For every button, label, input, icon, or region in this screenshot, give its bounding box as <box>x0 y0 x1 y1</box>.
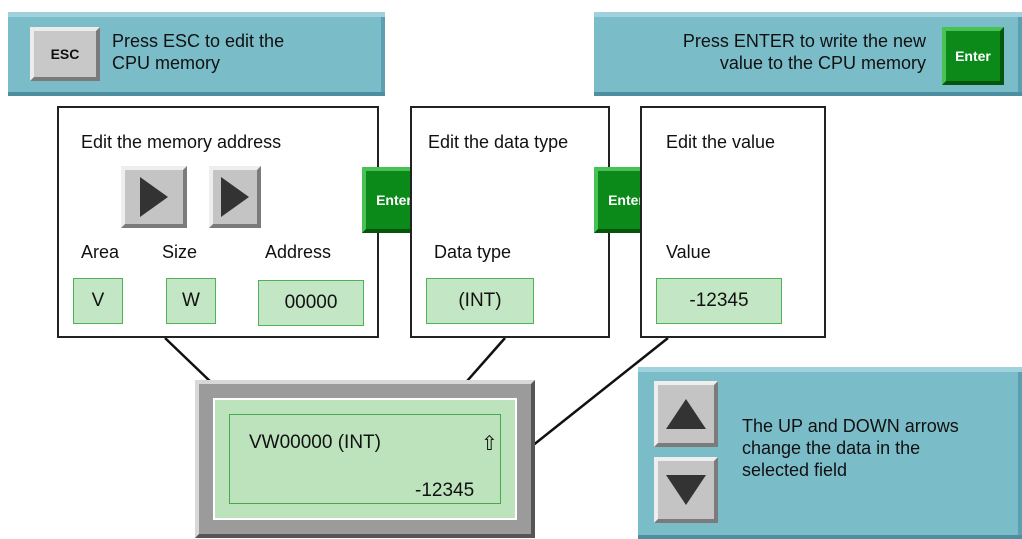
size-address-right-button[interactable] <box>209 166 261 228</box>
value-panel: Edit the value Value -12345 <box>640 106 826 338</box>
enter-instruction-line1: Press ENTER to write the new <box>682 31 926 51</box>
enter-key-datatype-label: Enter <box>608 192 644 208</box>
down-arrow-icon <box>666 475 706 505</box>
value-field[interactable]: -12345 <box>656 278 782 324</box>
value-panel-title: Edit the value <box>666 132 776 152</box>
size-field[interactable]: W <box>166 278 216 324</box>
lcd-line2: -12345 <box>415 480 475 501</box>
datatype-label: Data type <box>434 242 512 262</box>
area-field[interactable]: V <box>73 278 123 324</box>
up-arrow-icon <box>666 399 706 429</box>
updown-instruction-line1: The UP and DOWN arrows <box>742 416 959 436</box>
down-button[interactable] <box>654 457 718 523</box>
right-arrow-icon <box>140 177 168 217</box>
datatype-panel: Edit the data type Data type (INT) <box>410 106 610 338</box>
updown-instruction-line2: change the data in the <box>742 438 921 458</box>
address-panel: Edit the memory address Area Size Addres… <box>57 106 379 338</box>
address-panel-title: Edit the memory address <box>81 132 282 152</box>
updown-instruction: The UP and DOWN arrows change the data i… <box>742 415 959 481</box>
enter-key-top[interactable]: Enter <box>942 27 1004 85</box>
esc-instruction: Press ESC to edit the CPU memory <box>112 30 284 74</box>
esc-key-label: ESC <box>50 46 80 62</box>
enter-instruction-line2: value to the CPU memory <box>719 53 926 73</box>
right-arrow-icon <box>221 177 249 217</box>
area-size-right-button[interactable] <box>121 166 187 228</box>
updown-banner: The UP and DOWN arrows change the data i… <box>638 367 1022 539</box>
updown-instruction-line3: selected field <box>742 460 848 480</box>
lcd-screen: VW00000 (INT) ⇧ -12345 <box>213 398 517 520</box>
enter-banner: Press ENTER to write the new value to th… <box>594 12 1022 96</box>
lcd-content-frame <box>229 414 501 504</box>
enter-key-address-label: Enter <box>376 192 412 208</box>
enter-key-top-label: Enter <box>955 48 991 64</box>
address-label: Address <box>265 242 332 262</box>
datatype-panel-title: Edit the data type <box>428 132 569 152</box>
esc-instruction-line2: CPU memory <box>112 53 221 73</box>
esc-key[interactable]: ESC <box>30 27 100 81</box>
shift-icon: ⇧ <box>481 433 498 455</box>
size-label: Size <box>162 242 198 262</box>
esc-instruction-line1: Press ESC to edit the <box>112 31 285 51</box>
lcd-line1: VW00000 (INT) <box>249 432 381 453</box>
up-button[interactable] <box>654 381 718 447</box>
area-label: Area <box>81 242 120 262</box>
enter-instruction: Press ENTER to write the new value to th… <box>683 30 926 74</box>
value-label: Value <box>666 242 711 262</box>
esc-banner: ESC Press ESC to edit the CPU memory <box>8 12 385 96</box>
datatype-field[interactable]: (INT) <box>426 278 534 324</box>
lcd-display: VW00000 (INT) ⇧ -12345 <box>195 380 535 538</box>
address-field[interactable]: 00000 <box>258 280 364 326</box>
